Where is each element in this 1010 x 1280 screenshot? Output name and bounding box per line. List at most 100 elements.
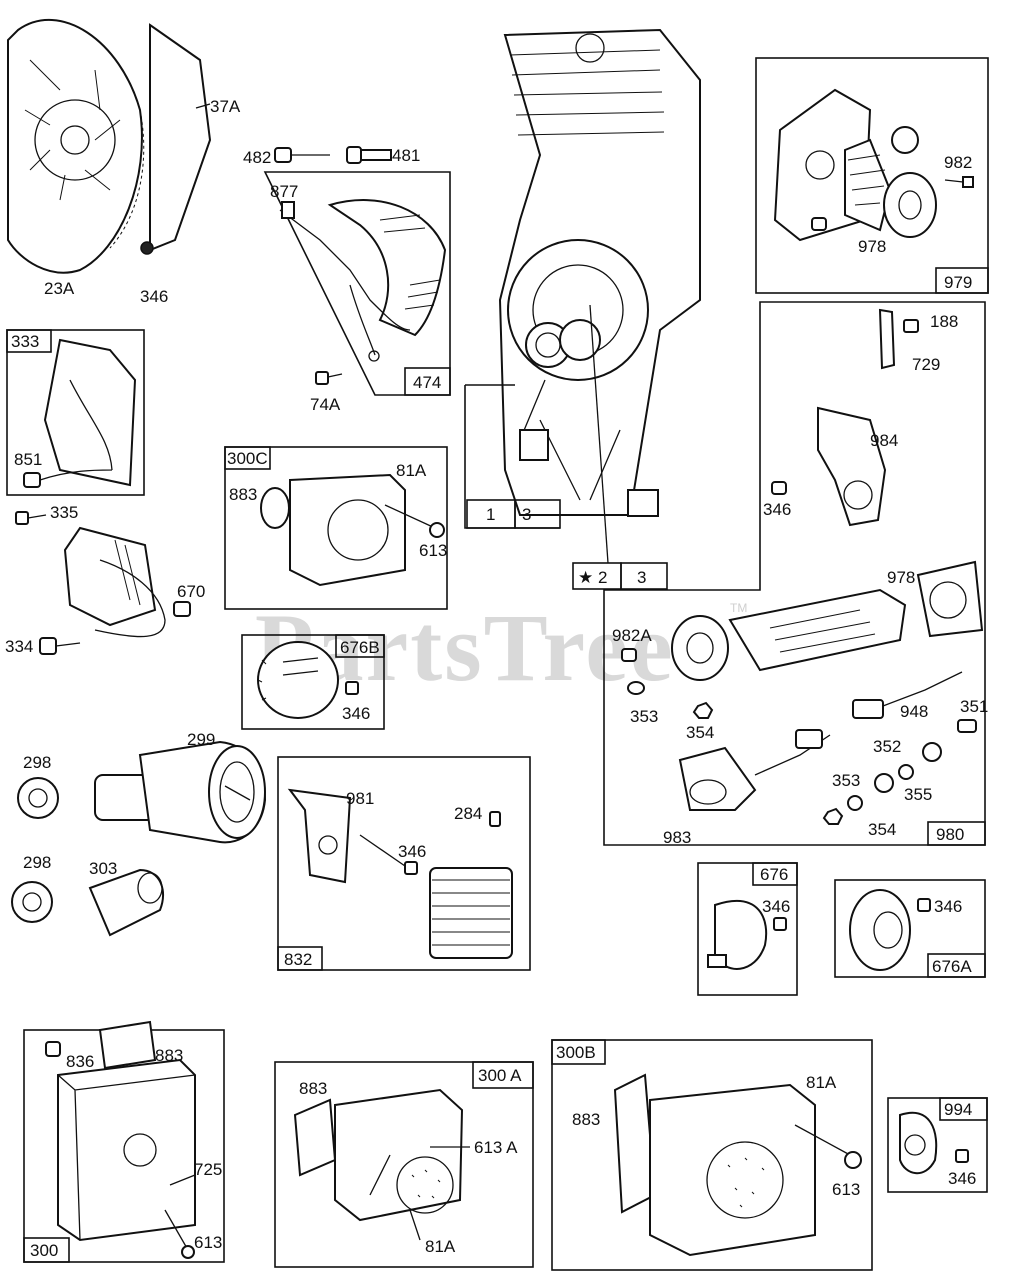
bracket-188-729 bbox=[878, 308, 919, 370]
box-label-1: 1 bbox=[486, 505, 495, 524]
box-label-980: 980 bbox=[936, 825, 964, 844]
box-1-3 bbox=[464, 384, 561, 529]
box-label-333: 333 bbox=[11, 332, 39, 351]
callout-978: 978 bbox=[858, 237, 886, 256]
callout-298: 298 bbox=[23, 753, 51, 772]
callout-37A: 37A bbox=[210, 97, 241, 116]
elbow-303 bbox=[88, 868, 165, 937]
exhaust-tube-assembly bbox=[671, 560, 984, 681]
box-333 bbox=[6, 329, 145, 496]
callout-354: 354 bbox=[686, 723, 714, 742]
callout-188: 188 bbox=[930, 312, 958, 331]
muffler-299 bbox=[94, 740, 267, 844]
callout-883: 883 bbox=[155, 1046, 183, 1065]
box-474 bbox=[263, 171, 451, 396]
callout-334: 334 bbox=[5, 637, 33, 656]
box-676B bbox=[241, 634, 385, 730]
callout-613: 613 bbox=[194, 1233, 222, 1252]
callout-353: 353 bbox=[630, 707, 658, 726]
callout-303: 303 bbox=[89, 859, 117, 878]
callout-983: 983 bbox=[663, 828, 691, 847]
callout-978: 978 bbox=[887, 568, 915, 587]
callout-81A: 81A bbox=[806, 1073, 837, 1092]
callout-982: 982 bbox=[944, 153, 972, 172]
box-label-300A: 300 A bbox=[478, 1066, 522, 1085]
callout-982A: 982A bbox=[612, 626, 652, 645]
callout-284: 284 bbox=[454, 804, 482, 823]
callout-984: 984 bbox=[870, 431, 898, 450]
box-label-300C: 300C bbox=[227, 449, 268, 468]
box-676A bbox=[834, 879, 986, 978]
callout-851: 851 bbox=[14, 450, 42, 469]
callout-346: 346 bbox=[140, 287, 168, 306]
box-300 bbox=[23, 1020, 225, 1263]
box-label-300B: 300B bbox=[556, 1043, 596, 1062]
callout-74A: 74A bbox=[310, 395, 341, 414]
callout-948: 948 bbox=[900, 702, 928, 721]
screw-335 bbox=[15, 511, 47, 525]
box-label-994: 994 bbox=[944, 1100, 972, 1119]
callout-613: 613 bbox=[419, 541, 447, 560]
callout-81A: 81A bbox=[425, 1237, 456, 1256]
box-300A bbox=[274, 1061, 534, 1268]
flywheel-drawing bbox=[7, 19, 212, 274]
callout-346: 346 bbox=[763, 500, 791, 519]
callout-351: 351 bbox=[960, 697, 988, 716]
screw-74A bbox=[315, 371, 343, 385]
box-980 bbox=[603, 301, 986, 846]
callout-981: 981 bbox=[346, 789, 374, 808]
box-label-300: 300 bbox=[30, 1241, 58, 1260]
coil-670 bbox=[63, 526, 191, 638]
callout-729: 729 bbox=[912, 355, 940, 374]
connector-948 bbox=[852, 671, 963, 719]
box-label-474: 474 bbox=[413, 373, 441, 392]
box-label-2: 2 bbox=[598, 568, 607, 587]
box-300B bbox=[551, 1039, 873, 1271]
box-label-979: 979 bbox=[944, 273, 972, 292]
callout-355: 355 bbox=[904, 785, 932, 804]
callout-298: 298 bbox=[23, 853, 51, 872]
box-label-676: 676 bbox=[760, 865, 788, 884]
callout-346: 346 bbox=[762, 897, 790, 916]
box-676 bbox=[697, 862, 798, 996]
callout-346: 346 bbox=[398, 842, 426, 861]
box-832 bbox=[277, 756, 531, 971]
screws-482-481 bbox=[274, 146, 392, 164]
star-mark: ★ bbox=[578, 568, 593, 587]
shield-984 bbox=[817, 406, 887, 527]
nut-298-b bbox=[11, 881, 53, 923]
nut-298-a bbox=[17, 777, 59, 819]
callout-725: 725 bbox=[194, 1160, 222, 1179]
screw-334 bbox=[39, 637, 81, 655]
callout-23A: 23A bbox=[44, 279, 75, 298]
callout-81A: 81A bbox=[396, 461, 427, 480]
callout-883: 883 bbox=[299, 1079, 327, 1098]
box-label-832: 832 bbox=[284, 950, 312, 969]
callout-836: 836 bbox=[66, 1052, 94, 1071]
callout-482: 482 bbox=[243, 148, 271, 167]
fuel-cap-983 bbox=[678, 729, 831, 811]
box-300C bbox=[224, 446, 448, 610]
callout-353: 353 bbox=[832, 771, 860, 790]
box-979 bbox=[755, 57, 989, 294]
callout-613: 613 bbox=[832, 1180, 860, 1199]
box-label-3: 3 bbox=[522, 505, 531, 524]
callout-877: 877 bbox=[270, 182, 298, 201]
box-994 bbox=[887, 1097, 988, 1193]
callout-335: 335 bbox=[50, 503, 78, 522]
callout-354: 354 bbox=[868, 820, 896, 839]
callout-670: 670 bbox=[177, 582, 205, 601]
callout-346: 346 bbox=[342, 704, 370, 723]
box-label-676A: 676A bbox=[932, 957, 972, 976]
callout-346: 346 bbox=[934, 897, 962, 916]
box-star-2-3 bbox=[572, 562, 668, 590]
callout-883: 883 bbox=[229, 485, 257, 504]
engine-block-drawing bbox=[498, 28, 701, 517]
callout-352: 352 bbox=[873, 737, 901, 756]
callout-883: 883 bbox=[572, 1110, 600, 1129]
box-label-676B: 676B bbox=[340, 638, 380, 657]
callout-613A: 613 A bbox=[474, 1138, 518, 1157]
watermark-tm: TM bbox=[730, 601, 747, 615]
box-label-3b: 3 bbox=[637, 568, 646, 587]
